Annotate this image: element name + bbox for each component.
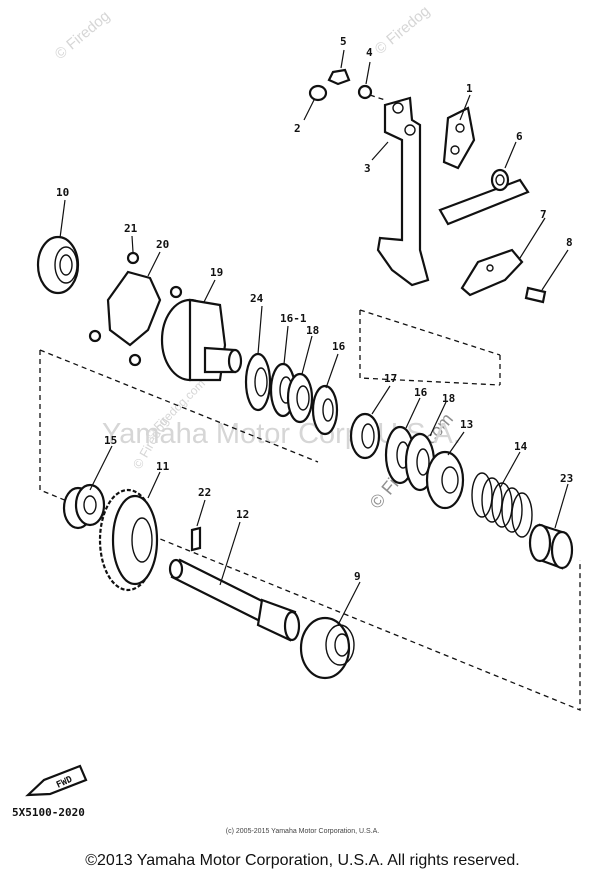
main-copyright: ©2013 Yamaha Motor Corporation, U.S.A. A… — [85, 852, 520, 869]
callout-3: 3 — [364, 162, 371, 175]
part-9-bearing — [299, 616, 355, 680]
callout-8: 8 — [566, 236, 573, 249]
part-13-spring-guide — [425, 450, 465, 510]
part-22-pin — [190, 526, 202, 552]
callout-23: 23 — [560, 472, 573, 485]
callout-24: 24 — [250, 292, 264, 305]
callout-2: 2 — [294, 122, 301, 135]
callout-layer: 1 2 3 4 5 6 7 8 9 10 11 12 13 — [56, 35, 573, 626]
part-18-spring-washer — [286, 372, 314, 424]
callout-21: 21 — [124, 222, 138, 235]
callout-17: 17 — [384, 372, 397, 385]
fwd-arrow-icon: FWD — [25, 764, 88, 797]
part-10-bearing — [36, 235, 80, 295]
watermark-firedog-top-left: © Firedog — [52, 8, 114, 64]
part-12-kick-axle — [168, 558, 301, 642]
callout-19: 19 — [210, 266, 223, 279]
watermark-firedog-top-right: © Firedog — [372, 3, 434, 59]
callout-15: 15 — [104, 434, 117, 447]
part-19-kick-boss — [160, 298, 243, 382]
part-6-seal — [490, 168, 510, 192]
part-20-guide — [88, 251, 183, 367]
part-24-washer — [244, 352, 272, 412]
callout-16-left: 16 — [332, 340, 346, 353]
callout-18-right: 18 — [442, 392, 455, 405]
callout-14: 14 — [514, 440, 528, 453]
part-23-bushing — [528, 523, 574, 570]
callout-12: 12 — [236, 508, 249, 521]
part-4-washer — [357, 84, 373, 100]
part-shaft-upper — [438, 178, 530, 226]
callout-22: 22 — [198, 486, 211, 499]
part-11-kick-gear — [98, 488, 159, 592]
callout-13: 13 — [460, 418, 473, 431]
diagram-code: 5X5100-2020 — [12, 806, 85, 819]
callout-7: 7 — [540, 208, 547, 221]
part-1-bracket — [442, 106, 476, 170]
part-15-collar — [62, 483, 106, 530]
assembly-guide-lines — [39, 94, 581, 711]
part-2-nut — [308, 84, 328, 102]
callout-20: 20 — [156, 238, 169, 251]
part-5-nut — [327, 68, 351, 86]
callout-5: 5 — [340, 35, 347, 48]
part-17-collar — [349, 412, 381, 460]
part-3-lever — [376, 96, 430, 287]
part-16-washer-left — [311, 384, 339, 436]
callout-9: 9 — [354, 570, 361, 583]
callout-16-right: 16 — [414, 386, 428, 399]
small-copyright: (c) 2005-2015 Yamaha Motor Corporation, … — [225, 828, 380, 835]
part-8-bolt — [524, 286, 547, 304]
callout-18-left: 18 — [306, 324, 319, 337]
callout-6: 6 — [516, 130, 523, 143]
part-14-spring — [471, 472, 533, 538]
callout-4: 4 — [366, 46, 373, 59]
part-7-plate — [460, 248, 524, 297]
callout-11: 11 — [156, 460, 170, 473]
callout-16-1: 16-1 — [280, 312, 307, 325]
callout-10: 10 — [56, 186, 69, 199]
callout-1: 1 — [466, 82, 473, 95]
